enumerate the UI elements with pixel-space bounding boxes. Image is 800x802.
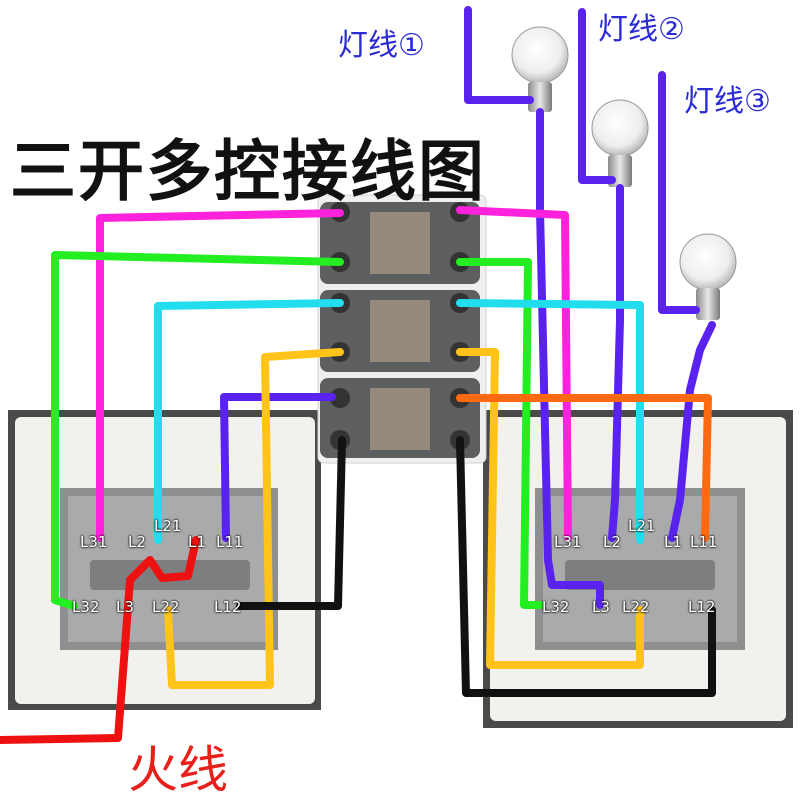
lamp-3-wire: [658, 71, 716, 542]
orange-wire: [456, 394, 712, 542]
right-terminal-l12: L12: [688, 598, 716, 616]
lamp-label-3: 灯线③: [684, 84, 771, 119]
wires: [0, 6, 716, 744]
green-wire: [51, 251, 544, 610]
diagram-title: 三开多控接线图: [10, 133, 486, 210]
live-wire: [0, 536, 200, 744]
lamp-label-2: 灯线②: [598, 12, 685, 47]
lamp-label-1: 灯线①: [338, 28, 425, 63]
light-bulb-1-icon: [511, 26, 569, 112]
left-terminal-l12: L12: [214, 598, 242, 616]
right-terminal-l11: L11: [690, 533, 718, 551]
light-bulb-2-icon: [591, 99, 649, 187]
left-terminal-l11: L11: [216, 533, 244, 551]
relay-block: [317, 194, 487, 464]
right-terminal-l1: L1: [664, 533, 682, 551]
cyan-wire: [154, 299, 644, 544]
left-terminal-l21: L21: [154, 517, 182, 535]
left-terminal-l3: L3: [116, 598, 134, 616]
right-terminal-l31: L31: [554, 533, 582, 551]
right-terminal-l2: L2: [603, 533, 621, 551]
magenta-wire: [96, 206, 572, 542]
left-terminal-l2: L2: [128, 533, 146, 551]
lamp-1-wire: [464, 6, 604, 609]
yellow-wire: [164, 348, 644, 689]
left-terminal-l1: L1: [188, 533, 206, 551]
live-wire-label: 火线: [128, 741, 228, 799]
right-terminal-l22: L22: [622, 598, 650, 616]
lamp-2-wire: [578, 8, 624, 542]
right-terminal-l21: L21: [628, 517, 656, 535]
right-terminal-l3: L3: [592, 598, 610, 616]
black-wire: [236, 436, 716, 697]
light-bulb-3-icon: [679, 233, 737, 320]
right-terminal-l32: L32: [542, 598, 570, 616]
left-terminal-l22: L22: [152, 598, 180, 616]
purple-wire-left-l11: [220, 393, 336, 542]
left-terminal-l31: L31: [80, 533, 108, 551]
left-terminal-l32: L32: [72, 598, 100, 616]
